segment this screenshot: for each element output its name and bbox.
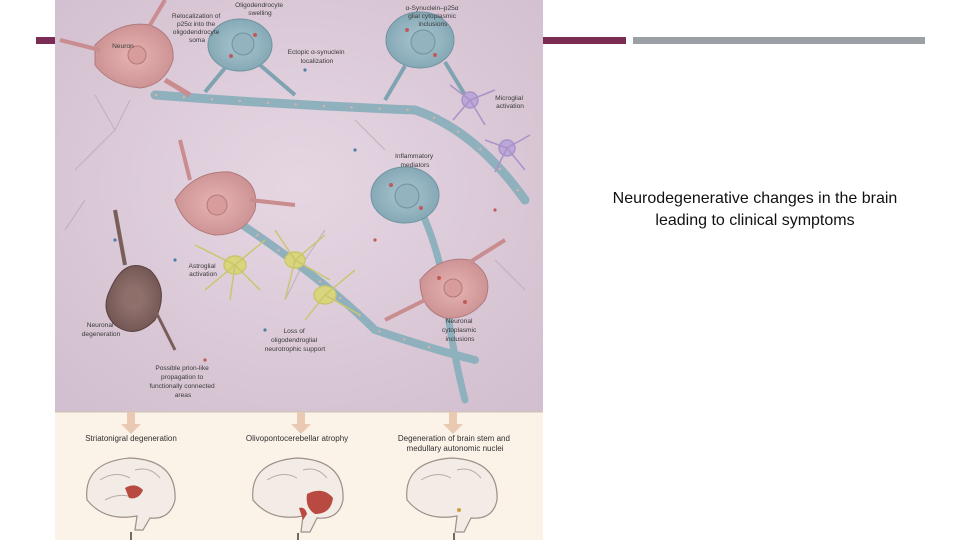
pathology-figure: Relocalization of p25α into the oligoden… — [55, 0, 543, 540]
label-neuronal-inclusions: Neuronal cytoplasmic inclusions — [442, 318, 478, 343]
label-prion: Possible prion-like propagation to funct… — [149, 365, 216, 399]
neuron-right — [384, 238, 507, 322]
header-accent-bar-left — [36, 37, 56, 44]
scattered-particles — [113, 68, 497, 362]
pathology-illustration: Relocalization of p25α into the oligoden… — [55, 0, 543, 540]
header-accent-bar-mid — [542, 37, 626, 44]
microglia — [449, 84, 531, 173]
label-gci: α-Synuclein–p25α glial cytoplasmic inclu… — [406, 5, 461, 28]
label-relocalization: Relocalization of p25α into the oligoden… — [172, 13, 222, 44]
label-astroglial: Astroglial activation — [189, 263, 218, 278]
slide-caption: Neurodegenerative changes in the brain l… — [612, 190, 898, 229]
panel-title-brainstem: Degeneration of brain stem and medullary… — [398, 434, 512, 453]
figure-labels: Relocalization of p25α into the oligoden… — [82, 2, 525, 399]
brain-brainstem — [406, 457, 498, 540]
label-microglial: Microglial activation — [495, 95, 525, 110]
brain-striatonigral — [86, 457, 176, 540]
oligodendrocyte-swelling — [203, 18, 297, 97]
label-swelling: Oligodendrocyte swelling — [235, 2, 285, 17]
label-neuronal-degeneration: Neuronal degeneration — [82, 322, 121, 338]
neuron-center — [174, 139, 296, 236]
label-loss-support: Loss of oligodendroglial neurotrophic su… — [265, 328, 326, 353]
panel-arrows — [121, 412, 463, 434]
oligodendrocyte-gci — [383, 11, 467, 102]
panel-title-olivopontocerebellar: Olivopontocerebellar atrophy — [246, 434, 348, 443]
astroglia — [194, 229, 361, 321]
label-neuron: Neuron — [112, 43, 134, 50]
label-inflammatory: Inflammatory mediators — [395, 153, 435, 169]
oligodendrocyte-right — [370, 166, 440, 224]
brain-olivopontocerebellar — [252, 457, 344, 540]
neuron-degenerating — [105, 209, 177, 351]
header-accent-bar-right — [633, 37, 925, 44]
panel-title-striatonigral: Striatonigral degeneration — [85, 434, 177, 443]
label-ectopic: Ectopic α-synuclein localization — [288, 49, 347, 65]
neuron-top-left — [59, 0, 192, 98]
